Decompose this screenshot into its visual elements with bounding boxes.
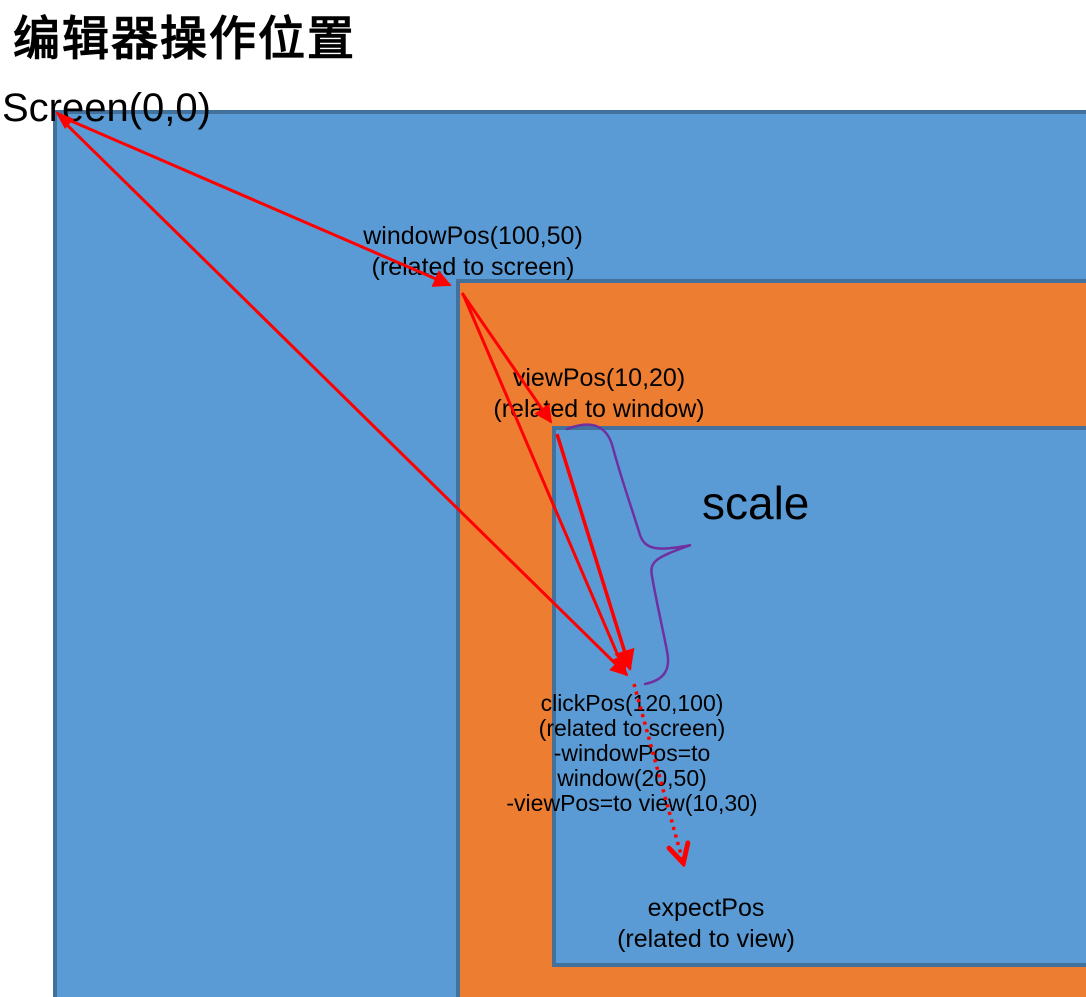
page-title: 编辑器操作位置 (13, 12, 356, 65)
clickpos-label: clickPos(120,100) (related to screen) -w… (506, 691, 757, 816)
windowpos-label: windowPos(100,50) (related to screen) (363, 221, 583, 283)
clickpos-label-line2: (related to screen) (538, 715, 726, 741)
windowpos-label-line1: windowPos(100,50) (363, 222, 583, 250)
windowpos-label-line2: (related to screen) (371, 253, 575, 281)
clickpos-label-line4: window(20,50) (557, 765, 707, 791)
screen-origin-label: Screen(0,0) (2, 86, 211, 130)
expectpos-label-line2: (related to view) (617, 925, 795, 953)
clickpos-label-line1: clickPos(120,100) (540, 690, 724, 716)
clickpos-label-line5: -viewPos=to view(10,30) (506, 790, 758, 816)
viewpos-label-line1: viewPos(10,20) (512, 364, 686, 392)
clickpos-label-line3: -windowPos=to (553, 740, 711, 766)
viewpos-label: viewPos(10,20) (related to window) (493, 363, 704, 425)
viewpos-label-line2: (related to window) (493, 395, 705, 423)
expectpos-label-line1: expectPos (647, 894, 765, 922)
expectpos-label: expectPos (related to view) (617, 893, 795, 955)
scale-label: scale (702, 477, 810, 529)
